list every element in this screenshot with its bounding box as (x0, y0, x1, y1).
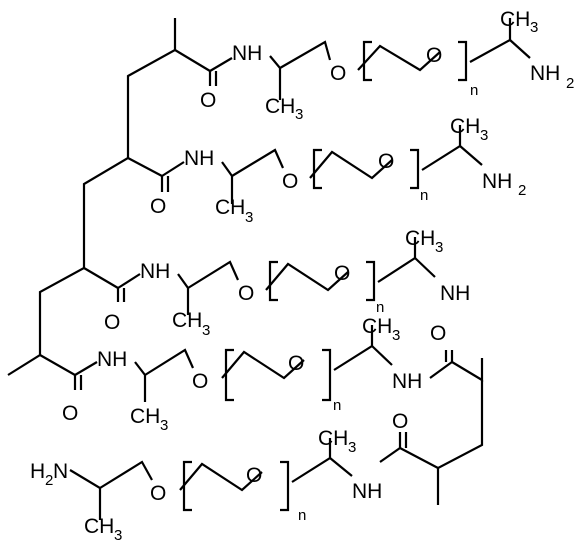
arm5-ch-sub: 3 (114, 527, 122, 544)
arm3-ether-o1: O (238, 282, 254, 305)
arm-4: NH O CH 3 O O n CH 3 NH (62, 315, 422, 434)
arm3-carbonyl-o: O (104, 311, 120, 334)
arm3-ch: CH (172, 309, 202, 332)
backbone (7, 18, 211, 376)
arm4-nh-amide: NH (392, 370, 422, 393)
arm-5: H 2 N CH 3 O O n CH 3 NH (30, 427, 382, 544)
arm2-carbonyl-o: O (150, 195, 166, 218)
arm1-ch-sub: 3 (295, 106, 303, 123)
arm1-nh: NH (232, 42, 262, 65)
arm2-ether-o2: O (378, 150, 394, 173)
arm4-ch-top: CH (362, 315, 392, 338)
arm1-ether-o2: O (426, 44, 442, 67)
arm5-nh-amide: NH (352, 480, 382, 503)
arm4-ch-sub: 3 (160, 417, 168, 434)
arm2-nh-terminal: NH (482, 170, 512, 193)
crosslinker-carbonyl-o2: O (392, 410, 408, 433)
arm5-ch-top: CH (318, 427, 348, 450)
arm3-ether-o2: O (334, 262, 350, 285)
arm2-ch-sub: 3 (245, 209, 253, 226)
arm5-ch-top-sub: 3 (348, 439, 356, 456)
arm2-nh-terminal-sub: 2 (518, 182, 526, 199)
arm5-ether-o2: O (246, 464, 262, 487)
arm1-ch-top-sub: 3 (530, 19, 538, 36)
arm3-nh-terminal: NH (440, 282, 470, 305)
crosslinker: O O (379, 322, 484, 505)
arm1-carbonyl-o: O (200, 89, 216, 112)
arm4-ch-top-sub: 3 (392, 327, 400, 344)
arm4-ether-o2: O (288, 352, 304, 375)
arm5-n-terminal: N (53, 460, 68, 483)
arm3-ch-top: CH (405, 227, 435, 250)
arm2-ch-top-sub: 3 (480, 127, 488, 144)
arm1-ch-top: CH (500, 8, 530, 31)
arm-1: NH O CH 3 O O n CH 3 NH 2 (200, 8, 574, 123)
arm4-nh: NH (97, 348, 127, 371)
arm-3: NH O CH 3 O O n CH 3 NH (104, 227, 470, 339)
arm2-ch: CH (215, 196, 245, 219)
arm4-ch: CH (130, 405, 160, 428)
arm3-nh: NH (140, 260, 170, 283)
arm2-ch-top: CH (450, 115, 480, 138)
arm5-h-sub: 2 (45, 472, 53, 489)
arm3-repeat-n: n (376, 299, 384, 316)
arm1-ch: CH (265, 95, 295, 118)
arm1-repeat-n: n (470, 82, 478, 99)
arm1-nh-terminal: NH (530, 62, 560, 85)
arm4-repeat-n: n (333, 397, 341, 414)
arm2-repeat-n: n (420, 187, 428, 204)
arm3-ch-sub: 3 (202, 322, 210, 339)
arm5-ether-o1: O (150, 482, 166, 505)
arm-2: NH O CH 3 O O n CH 3 NH 2 (150, 115, 526, 226)
arm2-ether-o1: O (282, 170, 298, 193)
arm4-ether-o1: O (192, 370, 208, 393)
arm3-ch-top-sub: 3 (435, 239, 443, 256)
arm5-ch: CH (84, 515, 114, 538)
arm2-nh: NH (184, 147, 214, 170)
arm5-h: H (30, 460, 45, 483)
arm5-repeat-n: n (298, 507, 306, 524)
arm4-carbonyl-o: O (62, 402, 78, 425)
arm1-nh-terminal-sub: 2 (566, 75, 574, 92)
arm1-ether-o1: O (330, 62, 346, 85)
crosslinker-carbonyl-o1: O (430, 322, 446, 345)
